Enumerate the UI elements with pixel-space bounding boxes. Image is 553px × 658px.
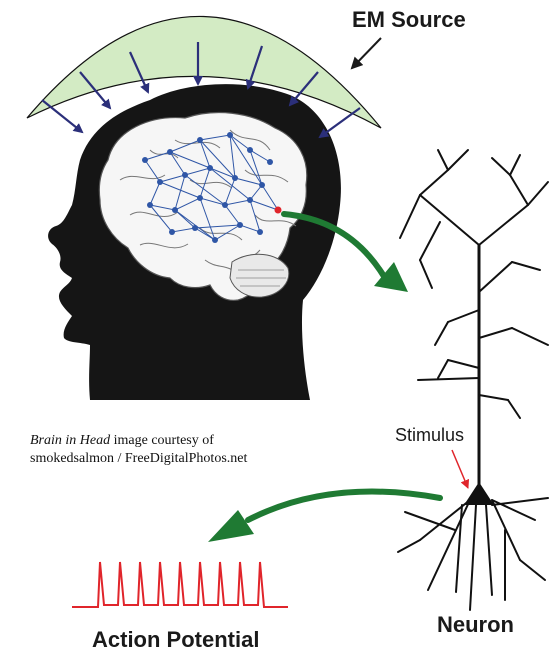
credit-line-2: smokedsalmon / FreeDigitalPhotos.net — [30, 450, 247, 468]
neuron-soma — [464, 482, 494, 505]
stimulus-label: Stimulus — [395, 425, 464, 446]
stimulus-pointer-arrow — [452, 450, 468, 488]
credit-line-1-text: image courtesy of — [110, 433, 214, 448]
action-potential-label: Action Potential — [92, 627, 259, 653]
neuron-label: Neuron — [437, 612, 514, 638]
pyramidal-neuron-icon — [398, 150, 548, 610]
em-source-label: EM Source — [352, 7, 466, 33]
action-potential-trace — [72, 562, 288, 607]
credit-title: Brain in Head — [30, 433, 110, 448]
flow-arrow-neuron-to-spikes — [208, 492, 440, 542]
image-credit: Brain in Head image courtesy of smokedsa… — [30, 432, 247, 468]
credit-line-1: Brain in Head image courtesy of — [30, 432, 247, 450]
em-label-pointer-arrow — [352, 38, 381, 68]
selected-neuron-node — [275, 207, 282, 214]
